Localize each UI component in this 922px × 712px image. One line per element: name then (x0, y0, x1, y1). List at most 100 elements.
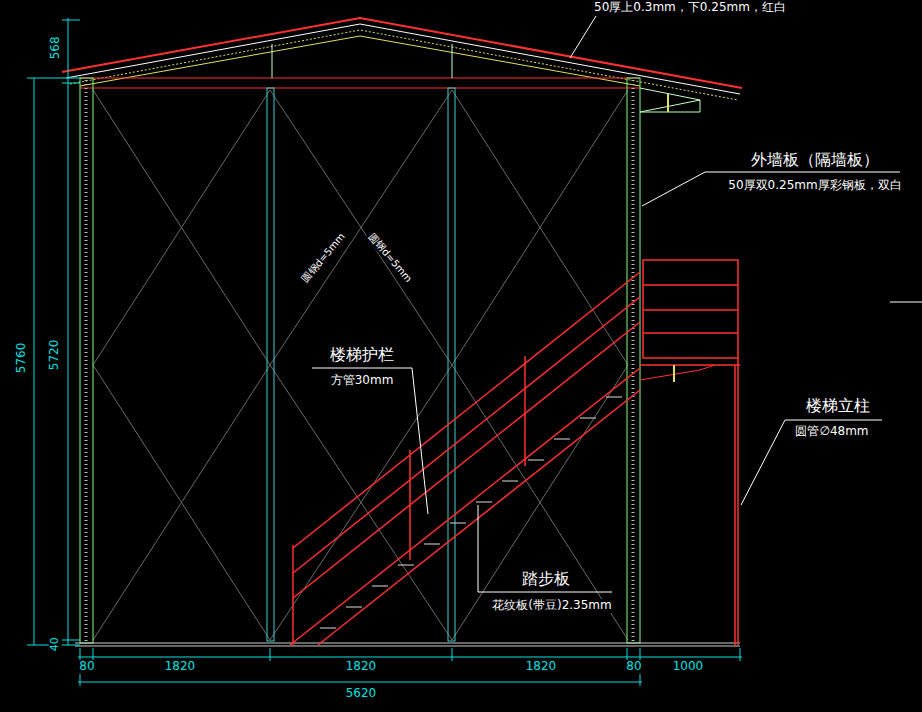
dimension-line (93, 648, 94, 661)
stair-tread (372, 586, 388, 587)
landing-bracket (673, 365, 675, 382)
cross-brace (452, 365, 628, 640)
roof (80, 88, 640, 89)
dimension-value: 5760 (15, 342, 29, 375)
dimension-line (27, 78, 80, 79)
stair (524, 356, 526, 466)
wall-panel (85, 80, 88, 641)
leader-line (312, 16, 922, 592)
wall-panel (75, 78, 740, 646)
dimension-value: 80 (624, 660, 643, 674)
stair (640, 365, 715, 380)
leader-line (741, 420, 882, 505)
dimension-line (452, 648, 453, 661)
cross-brace (93, 365, 270, 640)
stair (737, 358, 739, 645)
leader-line (312, 368, 428, 514)
stair (293, 272, 640, 548)
stair (409, 450, 411, 560)
dimension-line (62, 20, 80, 21)
dimension-value: 40 (49, 636, 62, 652)
dimension-line (34, 78, 35, 645)
leader-line (478, 505, 612, 592)
cross-brace (93, 90, 270, 365)
dimension-value: 1820 (524, 660, 559, 674)
stair-tread (476, 502, 492, 503)
stair-tread (320, 397, 622, 628)
part-name: 楼梯立柱 (804, 397, 872, 415)
stair (293, 297, 640, 573)
dimension-value: 568 (48, 36, 62, 61)
stair-tread (606, 397, 622, 398)
wall-panel (632, 80, 635, 641)
stair (292, 545, 294, 645)
stair (643, 309, 738, 311)
roof (452, 44, 453, 78)
stair-tread (346, 607, 362, 608)
roof (272, 44, 273, 78)
cross-brace (93, 365, 270, 640)
stair (293, 322, 640, 598)
roof (640, 100, 700, 112)
cross-brace (270, 365, 452, 640)
leader-line (890, 302, 922, 303)
stair-tread (528, 460, 544, 461)
wall-panel (627, 78, 640, 643)
leader-line (570, 16, 596, 58)
spec-note: 50厚上0.3mm，下0.25mm，红白 (592, 1, 788, 15)
dimension-value: 80 (77, 660, 96, 674)
wall-panel (80, 78, 93, 643)
part-name: 楼梯护栏 (328, 346, 396, 364)
dimension-line (270, 648, 271, 661)
stair-tread (554, 439, 570, 440)
roof (667, 94, 669, 112)
dimension-line (740, 648, 741, 661)
wall-panel (75, 643, 740, 644)
stair (643, 260, 738, 358)
cross-brace (93, 90, 628, 640)
stair-tread (580, 418, 596, 419)
roof (80, 36, 640, 86)
dimension-value: 1820 (163, 660, 198, 674)
dimension-line (27, 18, 742, 686)
stair-tread (424, 544, 440, 545)
wall-panel (75, 646, 740, 647)
cross-brace (452, 90, 628, 365)
dimension-line (78, 682, 642, 683)
cross-brace (452, 365, 628, 640)
stair-tread (502, 481, 518, 482)
stair-tread (398, 565, 414, 566)
part-name: 踏步板 (520, 570, 572, 588)
dimension-value: 1820 (344, 660, 379, 674)
cross-brace (270, 90, 452, 365)
roof (640, 88, 700, 112)
stair (290, 368, 640, 645)
roof (80, 78, 640, 79)
stair-tread (450, 523, 466, 524)
dimension-line (62, 640, 80, 641)
dimension-line (62, 83, 80, 84)
roof (66, 24, 740, 94)
spec-note: 花纹板(带豆)2.35mm (490, 599, 613, 613)
stair (643, 284, 738, 286)
stair-tread (320, 628, 336, 629)
wall-panel (448, 88, 455, 641)
wall-panel (267, 88, 274, 641)
dimension-value: 5620 (344, 687, 379, 701)
cross-brace (270, 365, 452, 640)
roof (70, 30, 738, 100)
stair (643, 332, 738, 334)
dimension-line (68, 18, 69, 645)
spec-note: 50厚双0.25mm厚彩钢板，双白 (726, 179, 903, 193)
cross-brace (270, 90, 452, 365)
spec-note: 方管30mm (329, 374, 396, 388)
dimension-line (627, 648, 628, 661)
stair (640, 364, 740, 366)
spec-note: 圆钢d=5mm (365, 230, 415, 287)
stair (734, 365, 736, 645)
dimension-line (78, 657, 742, 658)
part-name: 外墙板（隔墙板） (749, 151, 881, 169)
dimension-value: 5720 (48, 339, 62, 372)
stair (318, 390, 640, 645)
